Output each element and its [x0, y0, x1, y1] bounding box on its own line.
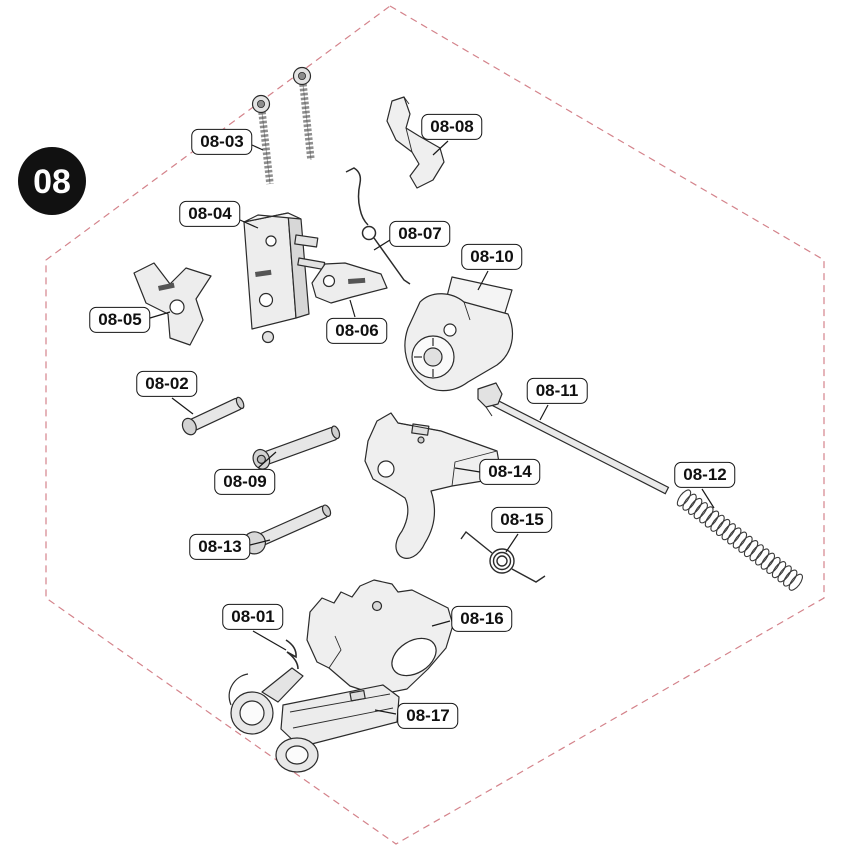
- part-08-06-lever-icon: [311, 262, 388, 304]
- part-label-08-05: 08-05: [89, 306, 151, 334]
- part-label-08-14: 08-14: [479, 458, 541, 486]
- callout-line-08-09: [257, 451, 277, 469]
- callout-line-08-08: [432, 140, 449, 156]
- callout-line-08-06: [349, 299, 356, 318]
- part-label-08-08: 08-08: [421, 113, 483, 141]
- callout-line-08-11: [539, 404, 549, 421]
- part-08-08-hammer-icon: [386, 96, 445, 189]
- part-label-08-03: 08-03: [191, 128, 253, 156]
- callout-line-08-14: [454, 467, 481, 473]
- callout-line-08-16: [431, 620, 451, 627]
- callout-line-08-07: [373, 239, 391, 251]
- callout-line-08-15: [505, 533, 519, 553]
- part-08-07-wire-spring-icon: [345, 167, 411, 285]
- part-08-11-rod-icon: [477, 382, 670, 495]
- page-number-text: 08: [33, 163, 71, 201]
- assembly-boundary-outline: [45, 5, 825, 845]
- part-08-01-clip-icon: [285, 639, 299, 670]
- part-08-10-housing-icon: [404, 276, 514, 392]
- part-08-17-carrier-icon: [228, 667, 400, 773]
- callout-line-08-04: [239, 219, 259, 229]
- part-08-12-spring-icon: [676, 489, 803, 591]
- part-label-08-12: 08-12: [674, 461, 736, 489]
- part-08-09-pin-icon: [252, 425, 341, 470]
- callout-line-08-12: [701, 488, 715, 509]
- part-label-08-15: 08-15: [491, 506, 553, 534]
- part-08-15-torsion-spring-icon: [460, 530, 546, 583]
- part-label-08-06: 08-06: [326, 317, 388, 345]
- callout-line-08-01: [252, 630, 287, 651]
- part-08-13-pin-icon: [242, 504, 332, 555]
- part-label-08-13: 08-13: [189, 533, 251, 561]
- part-label-08-17: 08-17: [397, 702, 459, 730]
- callout-line-08-05: [149, 311, 171, 319]
- stamp-marking: [348, 277, 366, 284]
- part-08-16-sear-plate-icon: [306, 579, 454, 696]
- callout-line-08-10: [477, 270, 489, 291]
- part-08-03-screws-icon: [251, 66, 315, 185]
- callout-line-08-13: [249, 539, 271, 546]
- part-08-05-fork-icon: [133, 262, 212, 346]
- callout-line-08-03: [251, 144, 264, 151]
- part-label-08-11: 08-11: [526, 377, 588, 405]
- callout-lines: [149, 140, 715, 715]
- part-label-08-02: 08-02: [136, 370, 198, 398]
- part-label-08-04: 08-04: [179, 200, 241, 228]
- part-label-08-16: 08-16: [451, 605, 513, 633]
- part-label-08-01: 08-01: [222, 603, 284, 631]
- callout-line-08-02: [171, 397, 194, 415]
- part-08-02-pin-icon: [181, 396, 245, 436]
- callout-line-08-17: [374, 709, 397, 715]
- part-label-08-10: 08-10: [461, 243, 523, 271]
- stamp-marking: [255, 269, 272, 277]
- part-label-08-07: 08-07: [389, 220, 451, 248]
- stamp-marking: [157, 282, 175, 291]
- part-label-08-09: 08-09: [214, 468, 276, 496]
- part-08-04-block-icon: [243, 212, 326, 344]
- part-08-14-trigger-icon: [364, 412, 501, 559]
- page-number-badge: 08: [18, 147, 86, 215]
